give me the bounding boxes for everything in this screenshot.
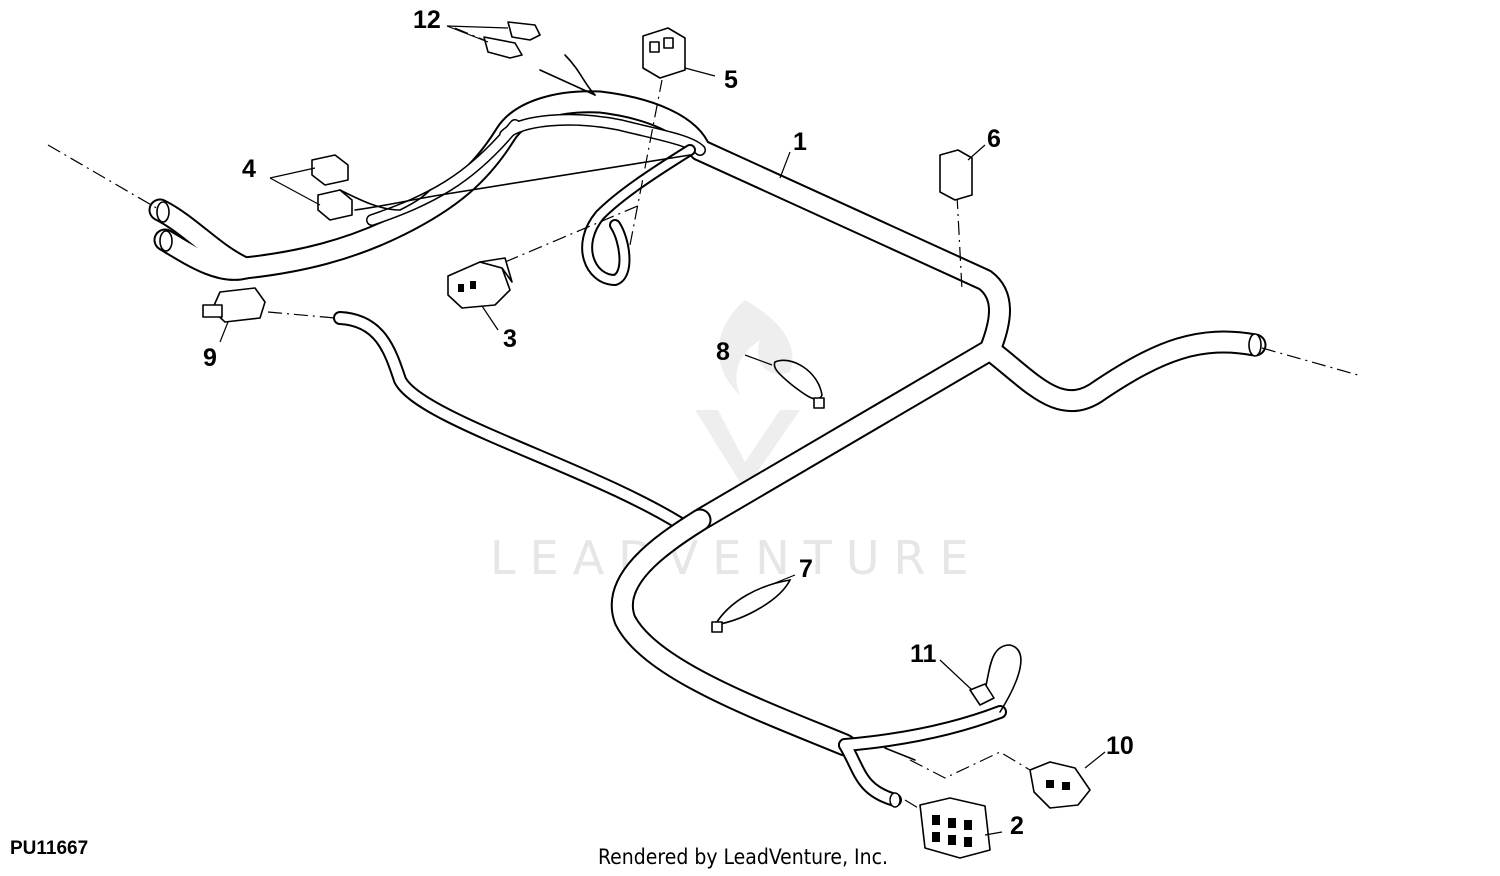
callouts: 1 2 3 4 5 6 7 8 9 10 11 12 — [203, 6, 1134, 840]
callout-7: 7 — [799, 555, 813, 583]
part-6-connector — [939, 149, 973, 201]
callout-10: 10 — [1106, 732, 1134, 760]
leader-lines — [219, 25, 1106, 836]
callout-3: 3 — [503, 325, 517, 353]
part-5-relay — [642, 27, 686, 79]
callout-9: 9 — [203, 344, 217, 372]
watermark-text: LEADVENTURE — [490, 531, 983, 585]
callout-1: 1 — [793, 128, 807, 156]
part-10-connector — [1029, 761, 1091, 809]
part-2-connector — [919, 797, 991, 859]
callout-2: 2 — [1010, 812, 1024, 840]
watermark-flame-icon — [718, 300, 793, 395]
part-12-terminals — [483, 21, 541, 59]
callout-8: 8 — [716, 338, 730, 366]
figure-id: PU11667 — [10, 838, 88, 859]
part-3-connector — [447, 257, 513, 309]
callout-6: 6 — [987, 125, 1001, 153]
part-8-strap — [773, 359, 825, 409]
credit-text: Rendered by LeadVenture, Inc. — [598, 845, 888, 869]
watermark: LEADVENTURE — [490, 300, 983, 585]
part-9-connector — [202, 287, 266, 323]
part-4-terminals — [311, 154, 353, 221]
part-7-strap — [711, 578, 792, 633]
main-harness — [148, 54, 1267, 808]
watermark-v-icon — [695, 410, 800, 490]
callout-4: 4 — [242, 155, 256, 183]
part-11-connector — [969, 683, 995, 706]
callout-11: 11 — [910, 640, 937, 668]
callout-5: 5 — [724, 66, 738, 94]
callout-12: 12 — [413, 6, 441, 34]
